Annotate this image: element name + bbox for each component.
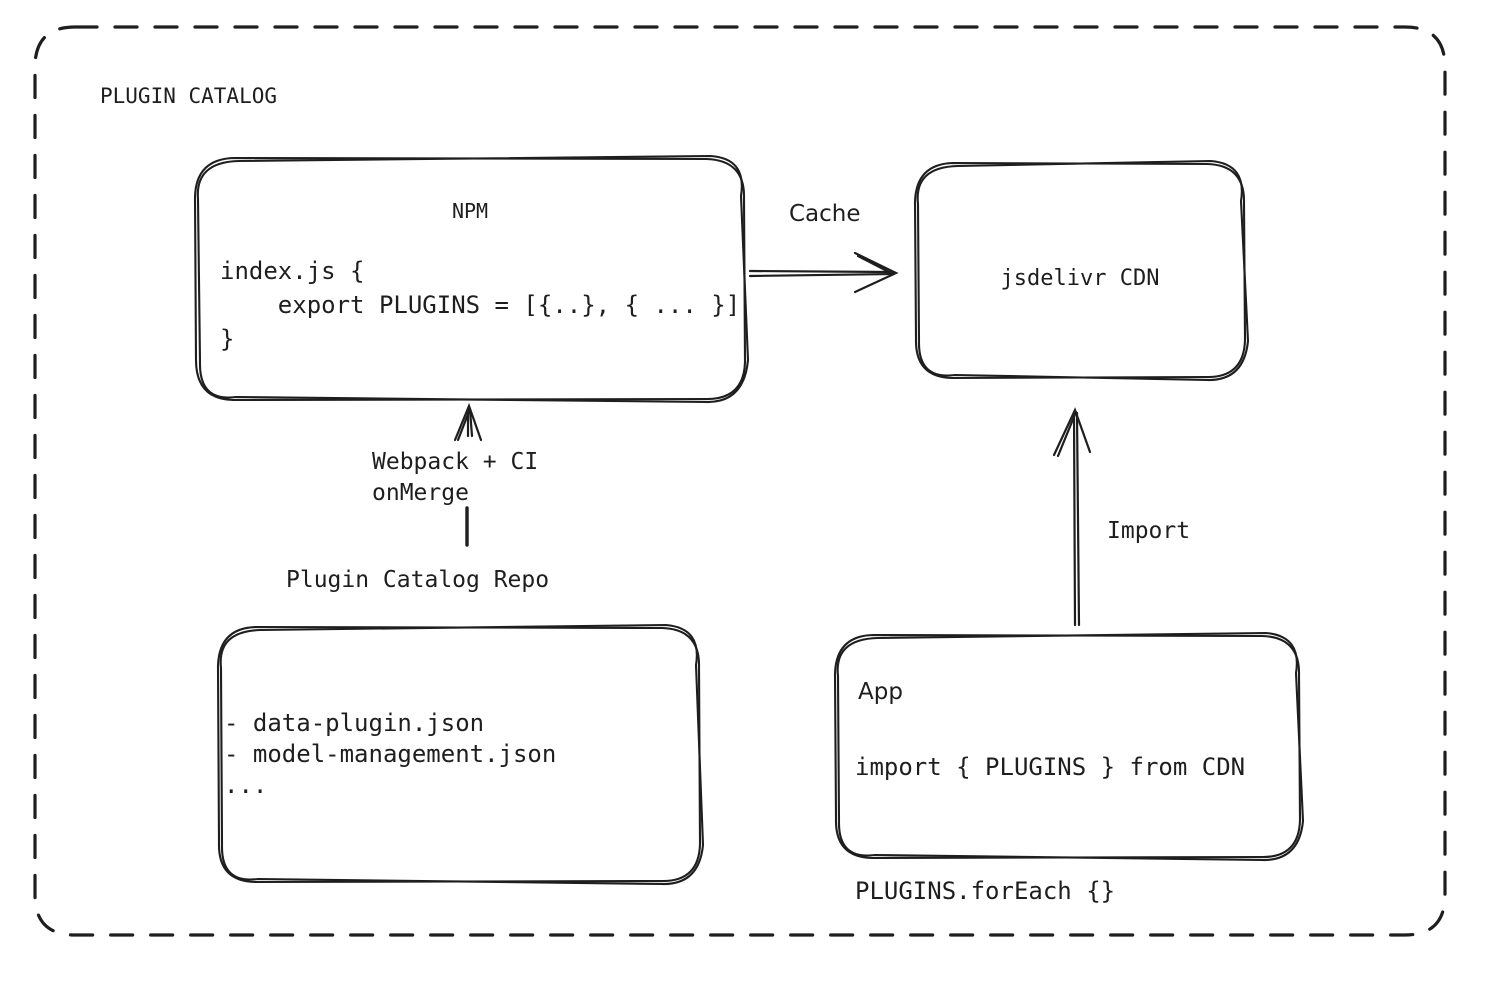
npm-node-code: index.js { export PLUGINS = [{..}, { ...… — [220, 257, 741, 353]
cdn-node-title: jsdelivr CDN — [1000, 266, 1160, 291]
import-edge-label: Import — [1107, 518, 1191, 544]
repo-node-label: Plugin Catalog Repo — [286, 567, 550, 593]
npm-node[interactable] — [195, 158, 745, 400]
npm-node-title: NPM — [451, 199, 489, 223]
app-node-code: import { PLUGINS } from CDN PLUGINS.forE… — [855, 753, 1246, 905]
build-edge-label: Webpack + CI onMerge — [372, 449, 539, 506]
app-node-title: App — [858, 679, 903, 705]
cache-arrow — [748, 251, 899, 294]
cache-edge-label: Cache — [789, 201, 861, 227]
page-title: PLUGIN CATALOG — [100, 84, 278, 108]
cdn-node[interactable] — [915, 163, 1245, 378]
import-arrow — [1052, 407, 1092, 627]
repo-node[interactable] — [218, 627, 700, 882]
app-node[interactable] — [835, 635, 1300, 858]
repo-node-code: - data-plugin.json - model-management.js… — [224, 709, 557, 799]
